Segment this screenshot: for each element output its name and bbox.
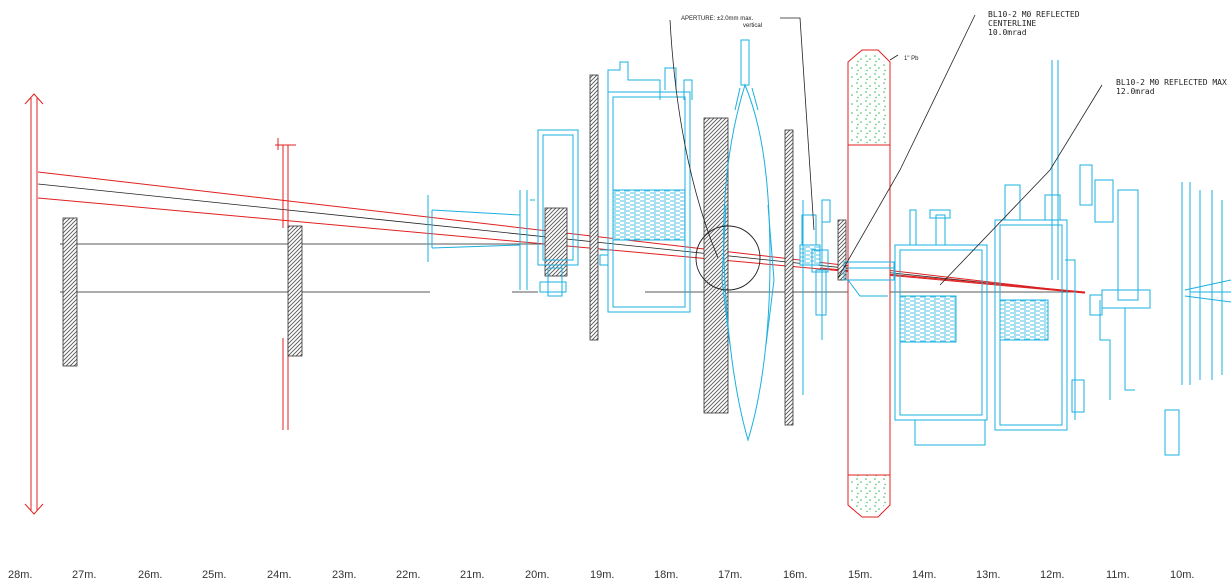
lead-shield-wall — [847, 49, 891, 518]
shield-block-16m — [837, 219, 847, 281]
shield-block-19m — [589, 74, 599, 341]
axis-tick-label: 21m. — [460, 569, 484, 581]
aperture-circle — [695, 225, 761, 291]
axis-tick-label: 19m. — [590, 569, 614, 581]
axis-tick-label: 15m. — [848, 569, 872, 581]
axis-tick-label: 13m. — [976, 569, 1000, 581]
flange-21m — [427, 190, 528, 290]
axis-tick-label: 28m. — [8, 569, 32, 581]
axis-tick-label: 26m. — [138, 569, 162, 581]
lead-thickness-label: 1" Pb — [904, 56, 919, 62]
shielding-blocks — [62, 74, 879, 476]
centerline-label-line1: BL10-2 M0 REFLECTED — [988, 10, 1080, 19]
axis-tick-label: 20m. — [525, 569, 549, 581]
aperture-label-vertical: vertical — [743, 23, 762, 29]
centerline-label-line2: CENTERLINE — [988, 19, 1036, 28]
axis-tick-label: 10m. — [1170, 569, 1194, 581]
tank-19m — [599, 61, 693, 313]
shield-block-27m — [62, 217, 78, 367]
axis-tick-label: 11m. — [1106, 569, 1130, 581]
components-11m — [1051, 60, 1231, 456]
axis-tick-label: 17m. — [718, 569, 742, 581]
axis-tick-label: 14m. — [912, 569, 936, 581]
axis-tick-label: 27m. — [72, 569, 96, 581]
axis-tick-label: 24m. — [267, 569, 291, 581]
max-label-line1: BL10-2 M0 REFLECTED MAX — [1116, 78, 1227, 87]
shield-block-24m — [287, 225, 303, 357]
aperture-label: APERTURE: ±2.0mm max. — [681, 16, 754, 22]
chamber-13m — [994, 184, 1085, 431]
leader-lines — [669, 14, 1103, 286]
axis-tick-label: 25m. — [202, 569, 226, 581]
wheel-17m — [721, 39, 775, 442]
exit-frame — [24, 93, 44, 515]
chamber-20m — [530, 129, 579, 297]
shield-block-20m — [544, 207, 568, 277]
beamline-components — [427, 39, 1231, 456]
annotations: APERTURE: ±2.0mm max. vertical 1" Pb BL1… — [681, 10, 1227, 96]
axis-tick-label: 18m. — [654, 569, 678, 581]
chamber-14m — [894, 209, 988, 446]
axis-tick-label: 12m. — [1040, 569, 1064, 581]
axis-tick-label: 22m. — [396, 569, 420, 581]
shield-block-17m — [784, 129, 794, 426]
axis-tick-label: 16m. — [783, 569, 807, 581]
axis-tick-label: 23m. — [332, 569, 356, 581]
centerline-label-line3: 10.0mrad — [988, 28, 1027, 37]
outlet-stub-15m — [843, 261, 895, 297]
distance-axis: 28m. 27m. 26m. 25m. 24m. 23m. 22m. 21m. … — [8, 569, 1194, 581]
max-label-line2: 12.0mrad — [1116, 87, 1155, 96]
slit-assembly-16m — [799, 199, 831, 395]
